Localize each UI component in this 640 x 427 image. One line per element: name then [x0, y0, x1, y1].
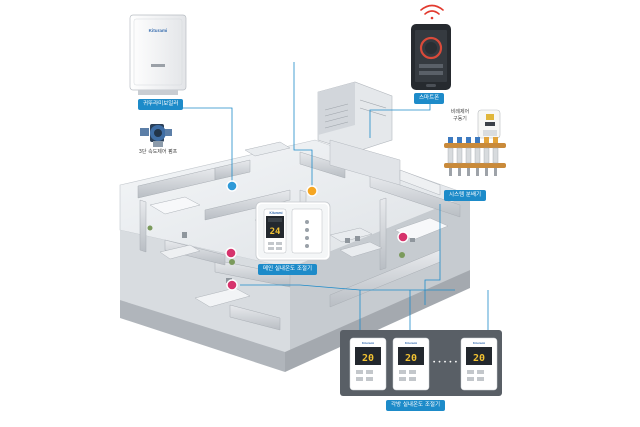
floor-plan — [119, 81, 471, 372]
boiler-brand: Kiturami — [149, 28, 168, 33]
room-thermostat-2-brand: Kiturami — [405, 341, 417, 345]
pin-pink-1 — [225, 247, 237, 259]
pin-pink-2 — [226, 279, 238, 291]
pump-label: 3단 속도제어 펌프 — [138, 149, 178, 155]
room-thermostat-2-reading: 20 — [405, 353, 417, 364]
room-thermostat-3 — [460, 337, 498, 391]
actuator-label-line1: 비례제어 — [450, 109, 470, 115]
circulation-pump-icon — [140, 124, 172, 147]
distributor-label: 시스템 분배기 — [444, 190, 487, 201]
main-controller-reading: 24 — [270, 227, 281, 237]
actuator-label: 비례제어 구동기 — [445, 109, 475, 123]
smartphone-icon — [411, 24, 451, 90]
room-controllers-ellipsis: • • • • • — [432, 359, 457, 366]
smartphone-label: 스마트폰 — [414, 93, 445, 104]
actuator-label-line2: 구동기 — [453, 116, 467, 122]
room-controllers-panel — [340, 330, 502, 396]
room-thermostat-1 — [349, 337, 387, 391]
actuator-icon — [477, 109, 501, 139]
manifold-icon — [444, 137, 506, 176]
main-controller-panel — [255, 201, 331, 261]
thermostat-icon — [263, 208, 287, 254]
main-controller-brand: Kiturami — [270, 211, 283, 215]
room-thermostat-2 — [392, 337, 430, 391]
pin-orange — [306, 185, 318, 197]
room-thermostat-3-brand: Kiturami — [473, 341, 485, 345]
wall-boiler-icon — [129, 14, 187, 95]
main-controller-label: 메인 실내온도 조절기 — [258, 264, 318, 275]
boiler-label: 귀뚜라미보일러 — [138, 99, 184, 110]
pin-pink-3 — [397, 231, 409, 243]
location-pins — [225, 180, 409, 291]
room-controllers-label: 각방 실내온도 조절기 — [386, 400, 446, 411]
room-thermostat-3-reading: 20 — [473, 353, 485, 364]
room-thermostat-1-brand: Kiturami — [362, 341, 374, 345]
pin-blue — [226, 180, 238, 192]
wifi-signal-icon — [420, 4, 444, 20]
room-thermostat-1-reading: 20 — [362, 353, 374, 364]
thermostat-icon-secondary — [291, 208, 323, 254]
